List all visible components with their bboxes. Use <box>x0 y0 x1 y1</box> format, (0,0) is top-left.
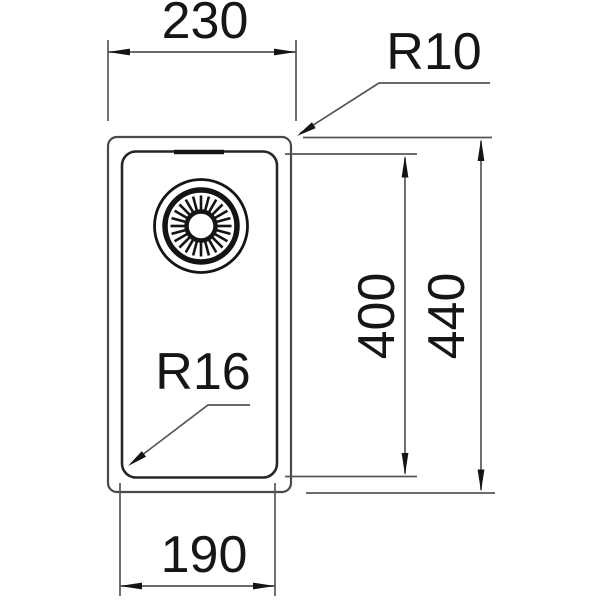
arrow-440-up <box>477 139 485 161</box>
arrow-190-left <box>120 582 142 590</box>
arrow-230-left <box>108 48 130 56</box>
drain-spokes <box>170 195 232 257</box>
dim-label-height-inner: 400 <box>348 273 406 360</box>
dim-label-width-bottom: 190 <box>161 526 248 584</box>
arrow-r10 <box>297 122 316 136</box>
drain-strainer <box>153 178 249 274</box>
arrow-440-down <box>477 469 485 492</box>
dimension-labels: 230 R10 400 440 R16 190 <box>155 0 481 584</box>
arrow-r16 <box>128 451 146 466</box>
arrow-190-right <box>253 582 275 590</box>
arrow-400-down <box>401 453 409 475</box>
drain-center-hole <box>184 209 218 243</box>
drain-outer-circle <box>153 178 249 274</box>
dim-label-radius-inner: R16 <box>155 343 250 401</box>
arrowheads <box>108 48 485 590</box>
dim-label-height-outer: 440 <box>418 273 476 360</box>
leader-line-r16 <box>130 404 250 465</box>
leader-line-r10 <box>299 82 490 135</box>
dim-label-radius-outer: R10 <box>386 23 481 81</box>
dimension-lines <box>107 40 495 596</box>
drain-ring <box>162 187 240 265</box>
arrow-230-right <box>274 48 296 56</box>
arrow-400-up <box>401 155 409 178</box>
dim-label-width-top: 230 <box>162 0 249 50</box>
